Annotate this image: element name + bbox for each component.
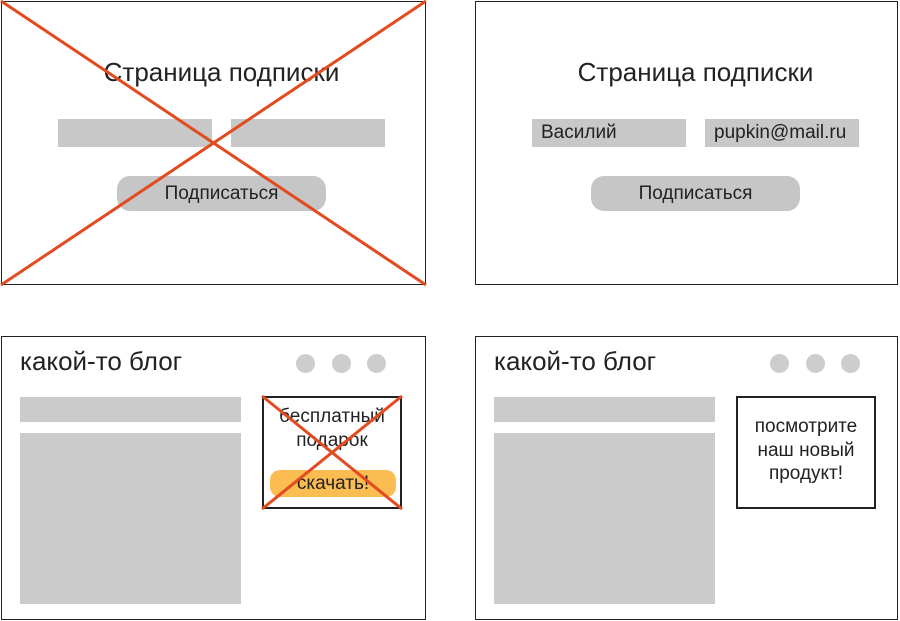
subscribe-button[interactable]: Подписаться (117, 176, 326, 211)
email-field[interactable] (705, 119, 859, 147)
blog-title: какой-то блог (494, 346, 657, 376)
email-field[interactable] (231, 119, 385, 147)
name-field[interactable] (532, 119, 686, 147)
circle-icon[interactable] (332, 354, 351, 373)
content-placeholder-block (494, 433, 715, 604)
content-placeholder-bar (20, 397, 241, 422)
page-title: Страница подписки (103, 57, 340, 87)
popup-text-line: подарок (296, 430, 368, 451)
popup-text: бесплатный подарок (264, 405, 400, 453)
circle-icon[interactable] (806, 354, 825, 373)
download-button[interactable]: скачать! (270, 470, 396, 497)
signup-page-mockup: Страница подписки Подписаться (475, 1, 898, 285)
signup-page-mockup: Страница подписки Подписаться (0, 0, 427, 286)
blog-page-mockup: какой-то блог бесплатный подарок скачать… (1, 336, 426, 620)
name-field[interactable] (58, 119, 212, 147)
blog-page-mockup: какой-то блог посмотрите наш новый проду… (475, 336, 898, 620)
banner-text: посмотрите наш новый продукт! (738, 415, 874, 486)
content-placeholder-bar (494, 397, 715, 422)
popup-banner: бесплатный подарок скачать! (261, 394, 403, 511)
banner-text-line: посмотрите (754, 416, 858, 437)
circle-icon[interactable] (367, 354, 386, 373)
circle-icon[interactable] (770, 354, 789, 373)
content-placeholder-block (20, 433, 241, 604)
subscribe-button[interactable]: Подписаться (591, 176, 800, 211)
circle-icon[interactable] (841, 354, 860, 373)
popup-text-line: бесплатный (279, 406, 385, 427)
banner-text-line: наш новый (757, 439, 855, 461)
blog-title: какой-то блог (20, 346, 183, 376)
product-banner[interactable]: посмотрите наш новый продукт! (736, 396, 876, 509)
circle-icon[interactable] (296, 354, 315, 373)
page-title: Страница подписки (577, 57, 814, 87)
banner-text-line: продукт! (768, 463, 844, 484)
